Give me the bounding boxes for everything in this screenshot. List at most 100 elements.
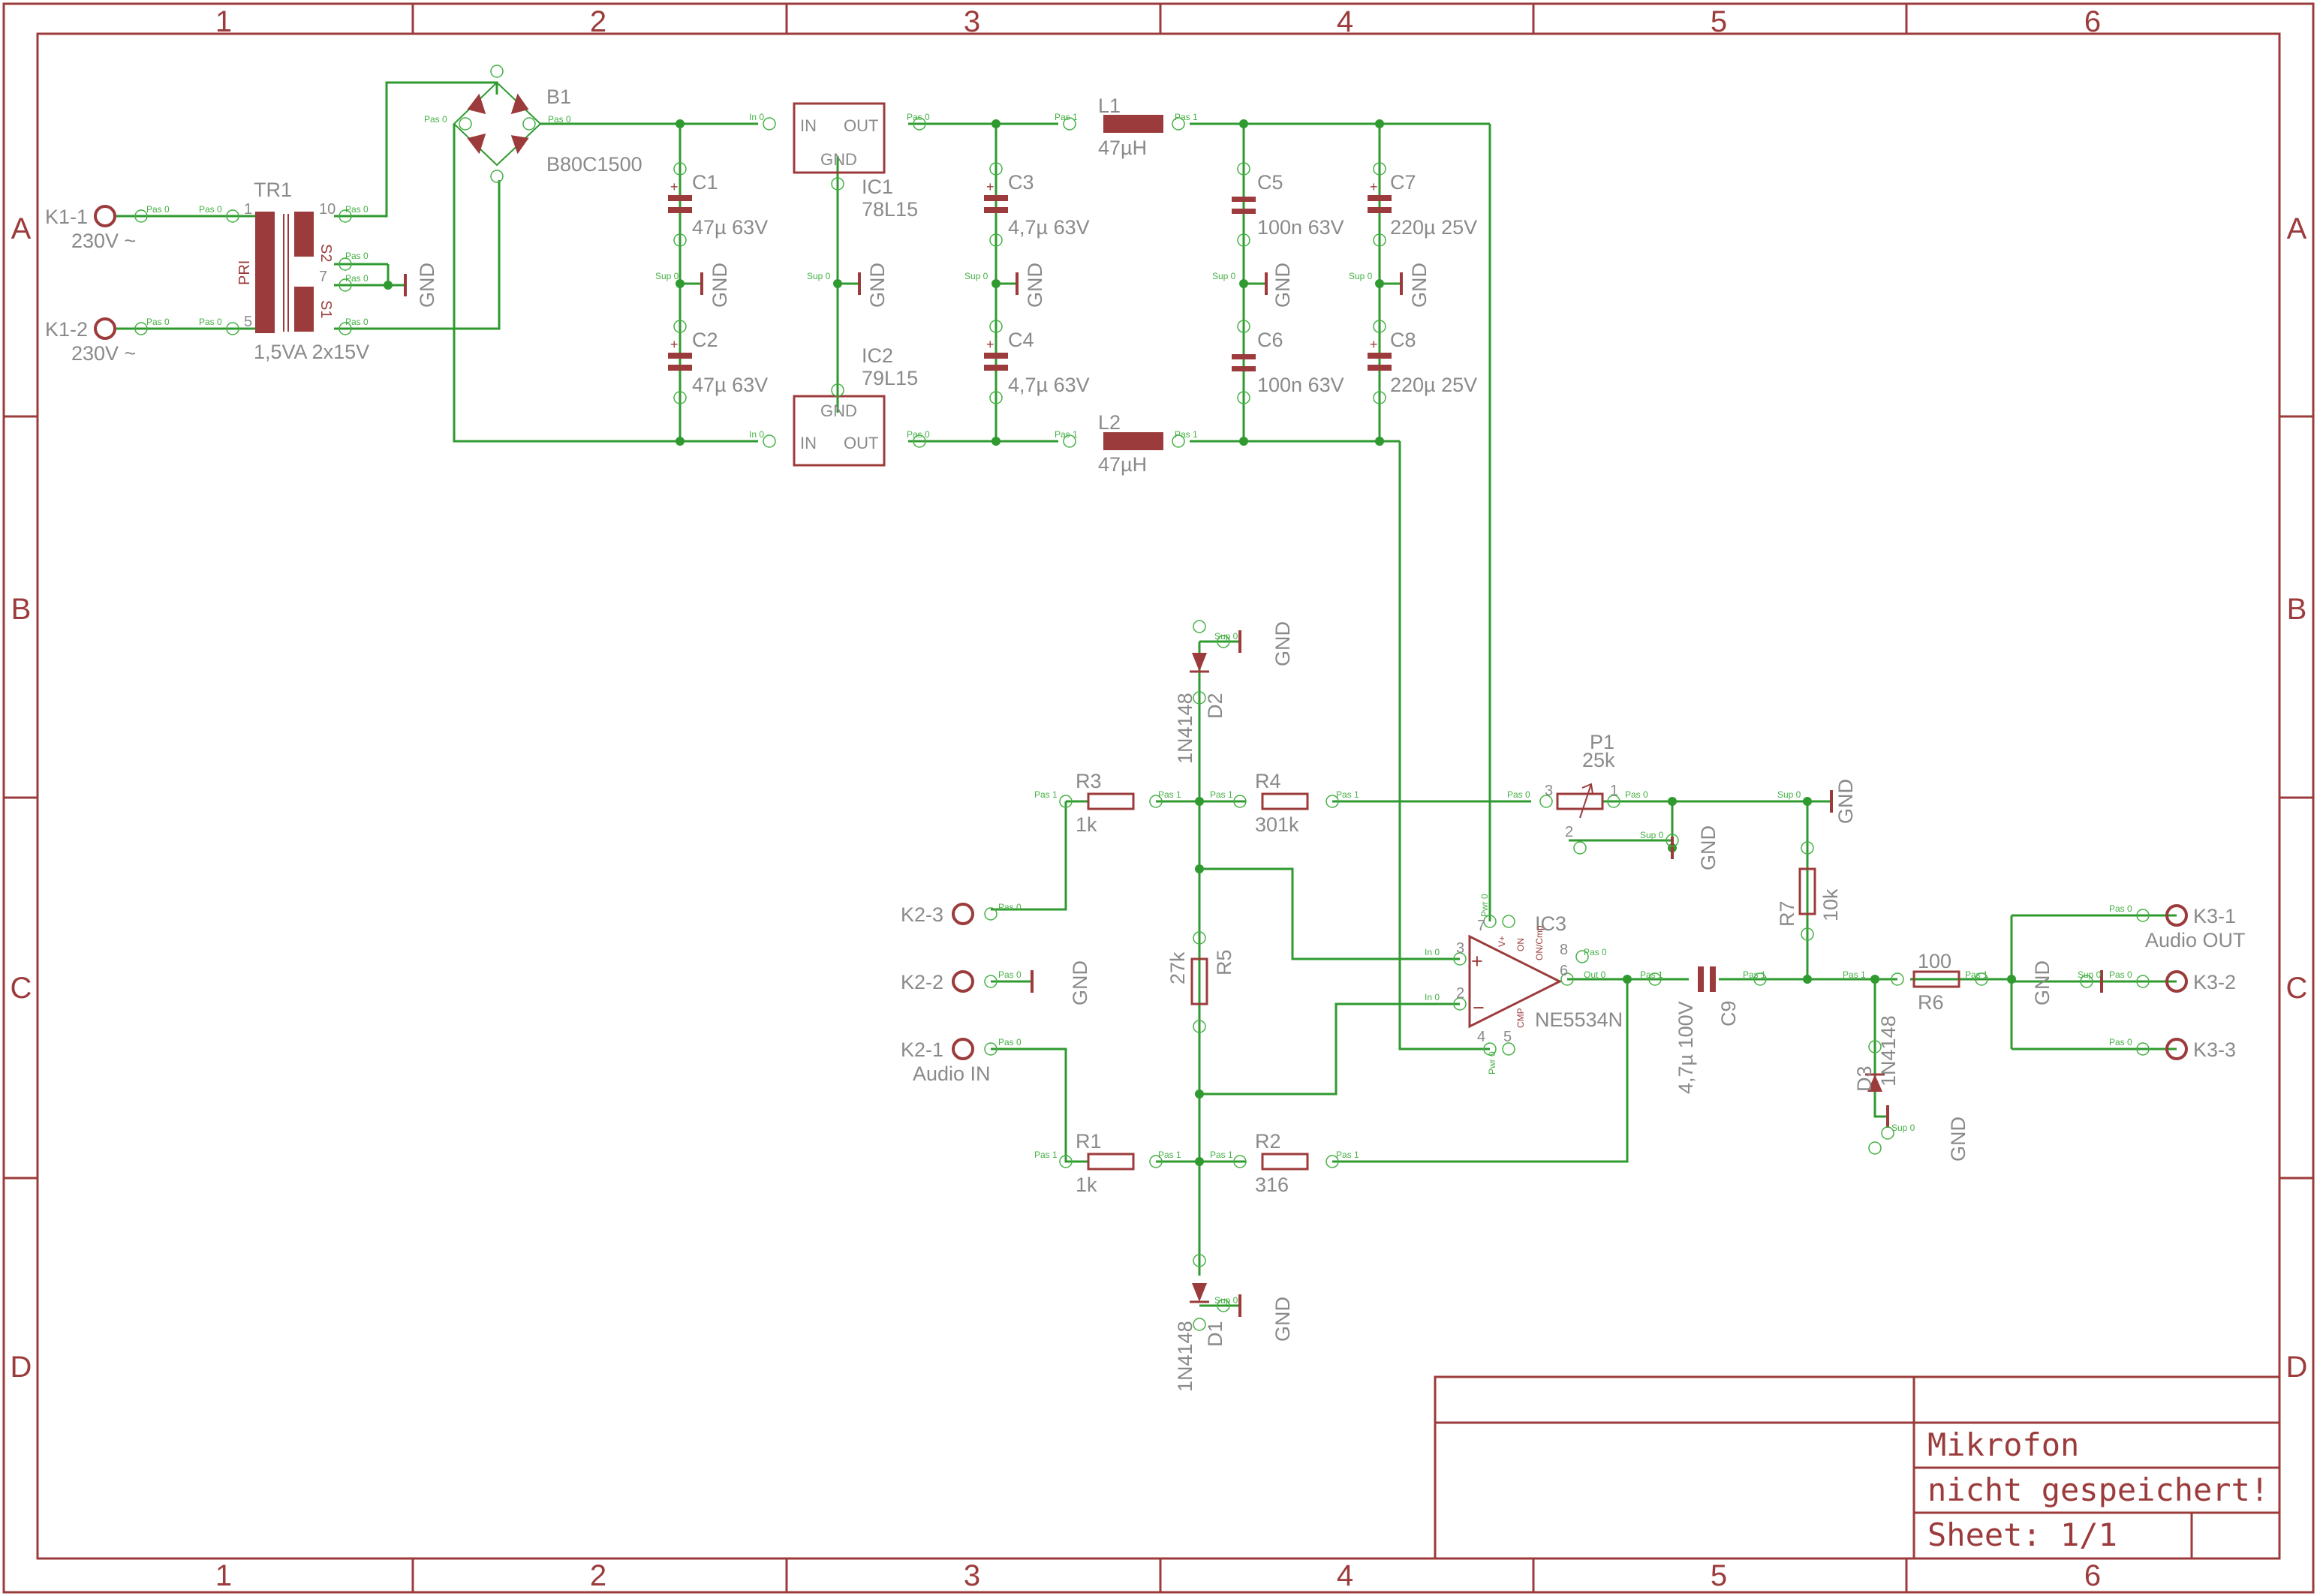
label-p1-ref: P1	[1590, 731, 1614, 753]
svg-text:Out 0: Out 0	[1584, 969, 1606, 980]
label-ic2-ref: IC2	[862, 344, 893, 367]
label-c6-value: 100n 63V	[1257, 374, 1344, 396]
capacitor-symbols	[668, 195, 1716, 992]
label-ic3-pin7: 7	[1477, 918, 1485, 934]
pin-markers	[134, 65, 2150, 1331]
svg-text:Pas 0: Pas 0	[2109, 1037, 2132, 1047]
resistor-r1	[1087, 1153, 1135, 1171]
col-label-bottom: 2	[590, 1559, 606, 1592]
label-ic3-pin2: 2	[1456, 985, 1464, 1002]
component-labels: K1-1 230V ~ K1-2 230V ~ TR1 1,5VA 2x15V …	[45, 86, 2246, 1392]
terminal-k3-2	[2165, 970, 2188, 993]
col-label-top: 4	[1337, 5, 1353, 38]
label-gnd: GND	[866, 263, 889, 308]
col-label-top: 6	[2084, 5, 2101, 38]
label-gnd: GND	[1271, 621, 1294, 666]
svg-text:Pas 1: Pas 1	[1743, 969, 1766, 980]
label-ic3-on: ON	[1515, 938, 1526, 951]
label-r6-ref: R6	[1918, 991, 1944, 1014]
resistor-r7	[1798, 867, 1816, 915]
svg-text:Pas 0: Pas 0	[998, 902, 1022, 912]
label-k2-2-ref: K2-2	[901, 971, 943, 993]
svg-text:Sup 0: Sup 0	[1349, 271, 1373, 281]
label-r2-value: 316	[1255, 1174, 1289, 1196]
label-l1-ref: L1	[1098, 95, 1121, 117]
label-tr1-pri: PRI	[236, 260, 253, 285]
label-tr1-s2: S2	[317, 244, 334, 262]
svg-text:Pas 1: Pas 1	[1965, 969, 1988, 980]
svg-text:In 0: In 0	[749, 112, 764, 122]
inductor-l1	[1103, 115, 1163, 133]
label-k3-1-value: Audio OUT	[2145, 929, 2246, 951]
svg-text:Pas 1: Pas 1	[1158, 1150, 1181, 1160]
label-ic2-out: OUT	[844, 434, 878, 452]
bridge-b1	[453, 81, 542, 167]
label-c2-value: 47µ 63V	[692, 374, 768, 396]
label-ic3-plus: +	[1471, 950, 1483, 972]
title-status: nicht gespeichert!	[1927, 1471, 2269, 1508]
label-gnd: GND	[1024, 263, 1046, 308]
svg-text:Pas 1: Pas 1	[1175, 429, 1198, 440]
row-label-left: D	[11, 1351, 32, 1384]
label-c8-value: 220µ 25V	[1390, 374, 1477, 396]
label-k1-1-ref: K1-1	[45, 206, 88, 228]
col-label-top: 5	[1711, 5, 1727, 38]
svg-text:+: +	[1370, 337, 1378, 352]
svg-text:+: +	[670, 337, 679, 352]
label-ic3-pin4: 4	[1477, 1029, 1485, 1045]
label-r4-ref: R4	[1255, 770, 1281, 792]
terminal-k3-1	[2165, 904, 2188, 927]
label-c4-value: 4,7µ 63V	[1008, 374, 1090, 396]
label-tr1-ref: TR1	[254, 179, 292, 201]
resistor-r6	[1912, 970, 1960, 988]
svg-text:Pas 1: Pas 1	[1055, 112, 1078, 122]
label-p1-pin2: 2	[1565, 824, 1573, 840]
svg-text:Pas 0: Pas 0	[1625, 789, 1648, 800]
row-label-right: B	[2287, 593, 2307, 626]
label-c9-ref: C9	[1717, 1000, 1740, 1026]
svg-text:Sup 0: Sup 0	[964, 271, 988, 281]
svg-text:Pas 0: Pas 0	[146, 204, 170, 215]
label-d1-value: 1N4148	[1174, 1321, 1196, 1392]
label-ic3-minus: −	[1473, 996, 1485, 1019]
label-k2-1-value: Audio IN	[913, 1062, 991, 1085]
label-ic2-gnd: GND	[820, 401, 857, 420]
col-label-top: 2	[590, 5, 606, 38]
svg-text:Pas 0: Pas 0	[345, 273, 369, 284]
svg-text:Pas 1: Pas 1	[1034, 1150, 1058, 1160]
svg-text:Pas 1: Pas 1	[1640, 969, 1663, 980]
label-c8-ref: C8	[1390, 329, 1416, 351]
svg-text:In 0: In 0	[1425, 992, 1440, 1002]
label-d1-ref: D1	[1204, 1321, 1226, 1347]
svg-text:Pas 0: Pas 0	[907, 429, 930, 440]
label-ic3-pin5: 5	[1503, 1029, 1512, 1045]
svg-text:Pas 0: Pas 0	[199, 317, 222, 327]
svg-text:Sup 0: Sup 0	[1212, 271, 1236, 281]
label-c5-value: 100n 63V	[1257, 216, 1344, 239]
label-tr1-value: 1,5VA 2x15V	[254, 341, 369, 363]
pin-type-labels: Pas 0 Pas 0 Pas 0 Pas 0 Pas 0 Pas 0 Pas 0 Pa…	[146, 112, 2132, 1306]
svg-text:Pas 0: Pas 0	[998, 969, 1022, 980]
label-c9-value: 4,7µ 100V	[1675, 1001, 1697, 1094]
label-ic1-out: OUT	[844, 116, 878, 135]
label-c4-ref: C4	[1008, 329, 1034, 351]
resistor-r4	[1261, 792, 1309, 810]
svg-text:Pas 1: Pas 1	[1158, 789, 1181, 800]
inductor-l2	[1103, 432, 1163, 450]
svg-text:In 0: In 0	[1425, 947, 1440, 957]
svg-text:Pas 0: Pas 0	[345, 204, 369, 215]
terminal-k1-1	[94, 205, 116, 227]
svg-text:Pas 0: Pas 0	[2109, 903, 2132, 914]
svg-text:Pas 1: Pas 1	[1055, 429, 1078, 440]
resistor-r5	[1190, 957, 1208, 1005]
svg-text:In 0: In 0	[749, 429, 764, 440]
svg-text:Pas 1: Pas 1	[1336, 1150, 1359, 1160]
diode-d2	[1190, 653, 1209, 673]
svg-text:Sup 0: Sup 0	[1640, 830, 1664, 840]
label-r7-value: 10k	[1819, 888, 1842, 921]
label-gnd: GND	[1408, 263, 1431, 308]
row-label-right: D	[2286, 1351, 2308, 1384]
svg-text:Pas 0: Pas 0	[1507, 789, 1530, 800]
label-ic3-pin8: 8	[1560, 942, 1568, 958]
transformer-tr1	[255, 212, 314, 333]
